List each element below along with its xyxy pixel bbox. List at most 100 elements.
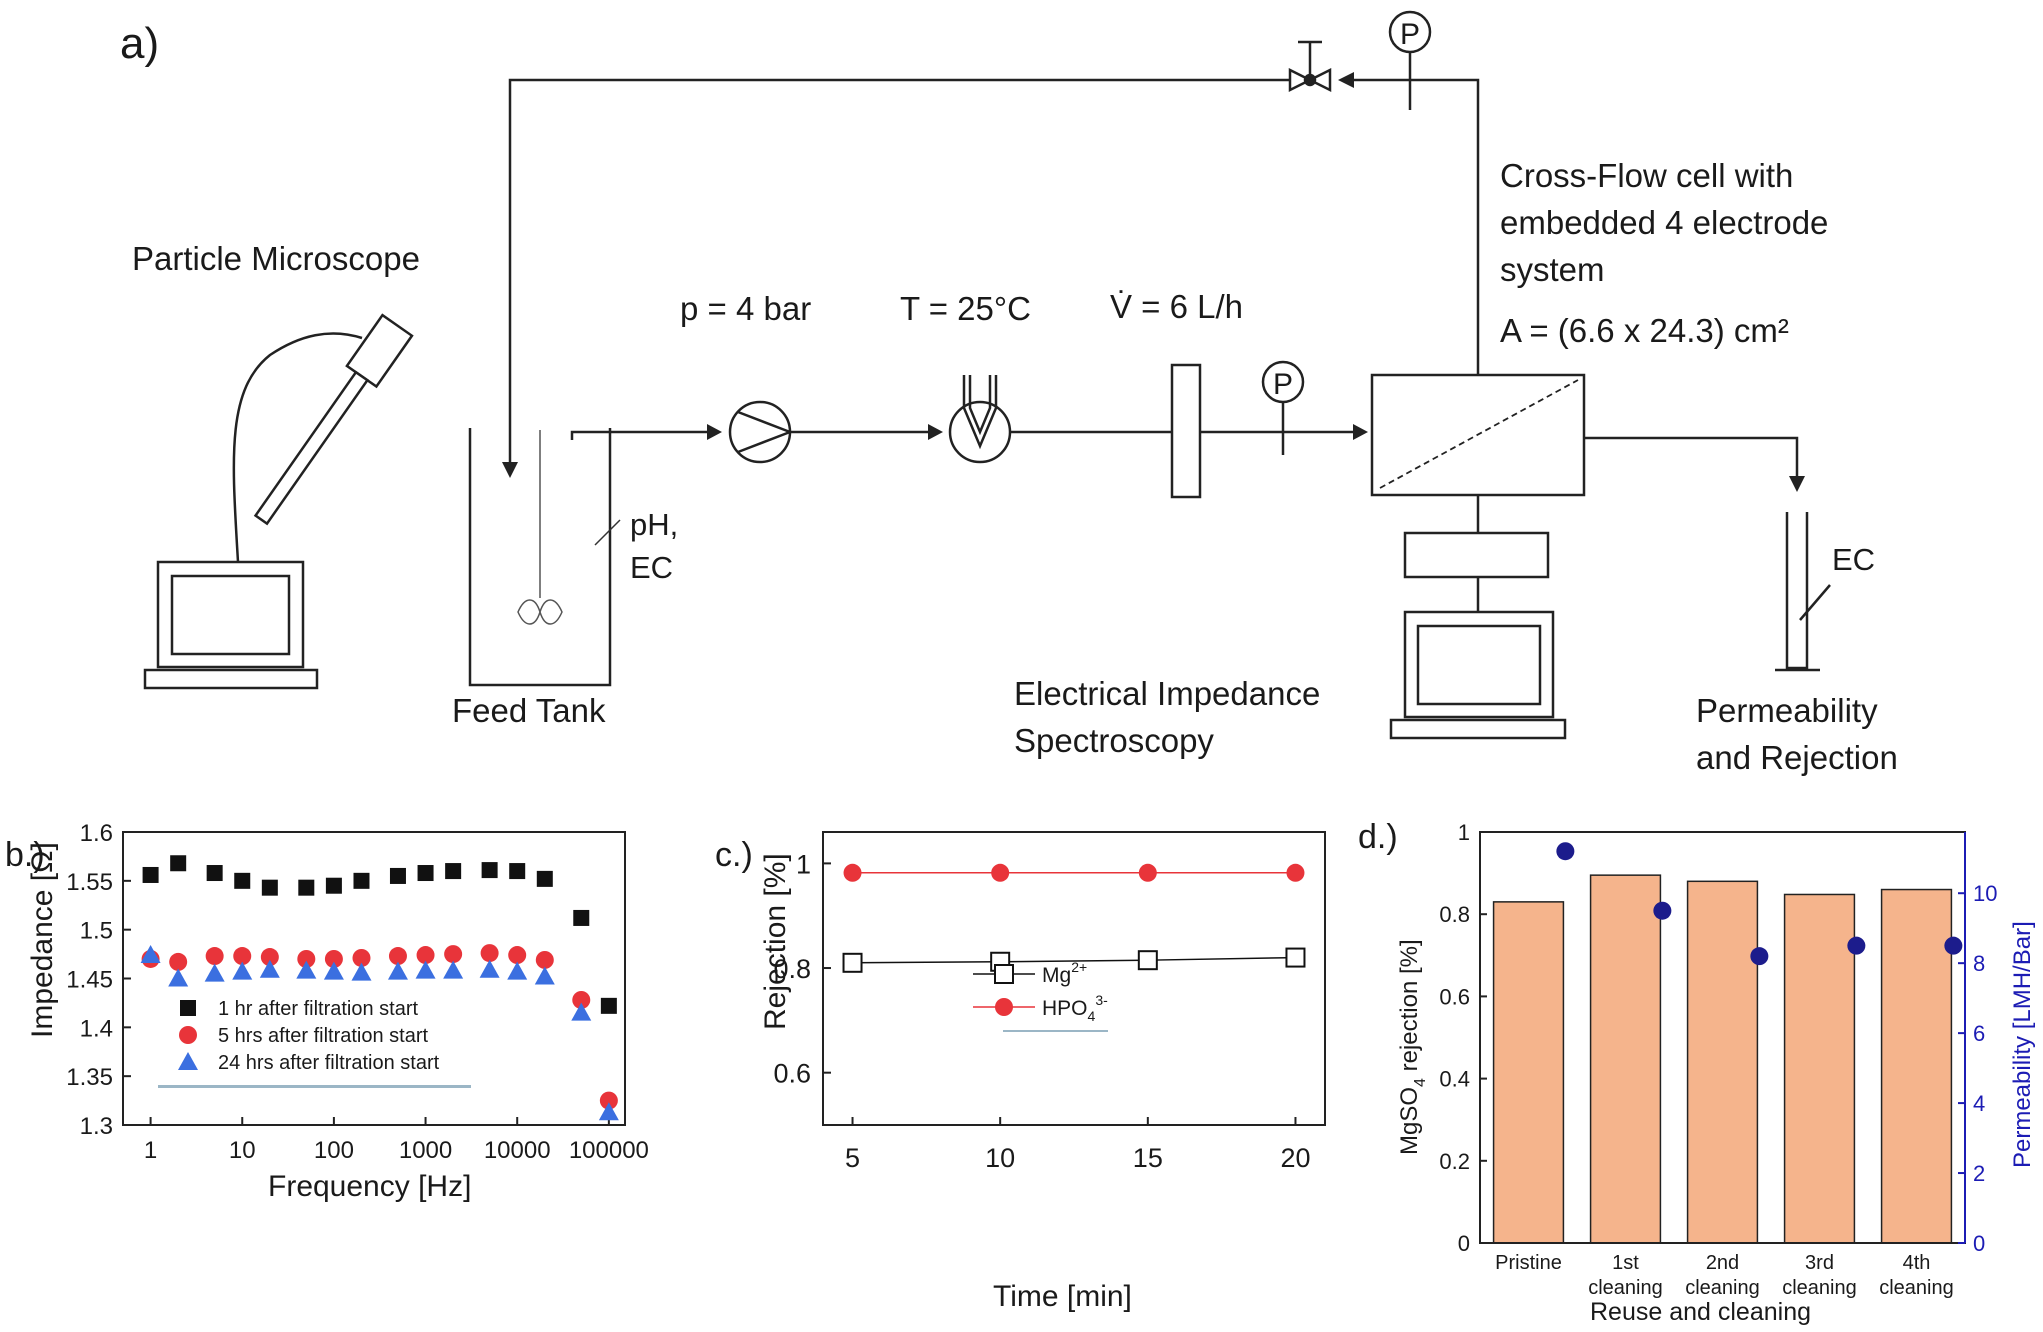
legend-underline-c: [1003, 1030, 1108, 1032]
data-point-b: [389, 867, 406, 884]
eis-label-1: Electrical Impedance: [1014, 675, 1320, 712]
y-tick-label-b: 1.3: [80, 1113, 113, 1140]
y-tick-label-b: 1.35: [66, 1064, 113, 1091]
data-point-b: [573, 909, 590, 926]
permeability-label-1: Permeability: [1696, 692, 1878, 729]
y-axis-label-b: Impedance [Ω]: [26, 842, 59, 1038]
data-point-b: [535, 950, 554, 969]
data-point-b: [206, 865, 223, 882]
permeability-point: [1556, 842, 1575, 861]
legend-text-c: Mg2+: [1042, 959, 1087, 987]
x-tick-label-c: 15: [1133, 1143, 1163, 1173]
rejection-bar: [1492, 901, 1565, 1244]
membrane-line: [1379, 379, 1579, 489]
flow-arrow-icon-3: [1353, 424, 1368, 440]
y2-tick-label-d: 8: [1973, 951, 1985, 976]
x-category-label-d: cleaning: [1879, 1277, 1954, 1299]
probe-label-ec: EC: [630, 550, 673, 585]
data-point-b: [445, 863, 462, 880]
x-tick-label-b: 10: [229, 1137, 256, 1164]
pressure-label: p = 4 bar: [680, 290, 811, 327]
y-tick-label-d: 0: [1458, 1231, 1470, 1256]
x-category-label-d: Pristine: [1495, 1252, 1562, 1274]
data-point-b: [205, 947, 224, 966]
data-point-b: [296, 960, 317, 979]
rejection-bar: [1880, 888, 1953, 1244]
legend-marker-b: [179, 1026, 197, 1044]
y-tick-label-b: 1.5: [80, 918, 113, 945]
data-point-b: [323, 961, 344, 980]
return-arrow-icon: [502, 462, 518, 478]
x-tick-label-b: 1: [144, 1137, 157, 1164]
data-point-b: [480, 944, 499, 963]
legend-text-b: 5 hrs after filtration start: [218, 1025, 429, 1047]
data-point-c: [1285, 947, 1306, 968]
data-point-b: [598, 1102, 619, 1121]
microscope-label: Particle Microscope: [132, 240, 420, 277]
data-point-b: [169, 952, 188, 971]
ec-probe-line: [1799, 584, 1831, 621]
permeability-point: [1944, 936, 1963, 955]
data-point-c: [843, 863, 862, 882]
x-tick-label-b: 10000: [484, 1137, 551, 1164]
data-point-b: [142, 866, 159, 883]
y-tick-label-c: 0.6: [773, 1059, 811, 1089]
pressure-gauge-top-icon: P: [1388, 10, 1432, 110]
data-point-b: [204, 963, 225, 982]
y-tick-label-b: 1.6: [80, 820, 113, 847]
data-point-b: [168, 968, 189, 987]
data-point-b: [352, 948, 371, 967]
data-point-b: [508, 946, 527, 965]
x-category-label-d: 1st: [1612, 1252, 1639, 1274]
y-tick-label-b: 1.45: [66, 967, 113, 994]
data-point-b: [170, 855, 187, 872]
panel-d-label: d.): [1358, 818, 1398, 856]
legend-underline-b: [158, 1085, 471, 1088]
permeability-point: [1653, 901, 1672, 920]
data-point-b: [324, 949, 343, 968]
cell-label-3: system: [1500, 251, 1605, 288]
process-schematic: a) Particle Microscope pH, EC Feed Tank: [120, 10, 1898, 776]
pump-icon: [728, 400, 792, 464]
x-category-label-d: 3rd: [1805, 1252, 1834, 1274]
svg-text:P: P: [1273, 368, 1293, 401]
probe-label-ph: pH,: [630, 507, 678, 542]
x-tick-label-c: 20: [1280, 1143, 1310, 1173]
x-axis-label-d: Reuse and cleaning: [1590, 1298, 1811, 1326]
data-point-b: [388, 947, 407, 966]
retentate-line: [1345, 78, 1480, 375]
x-category-label-d: 4th: [1903, 1252, 1931, 1274]
flow-label: V̇ = 6 L/h: [1110, 288, 1243, 325]
y-axis-label-d: MgSO4 rejection [%]: [1396, 939, 1429, 1155]
microscope-cable: [232, 332, 363, 563]
y-tick-label-b: 1.55: [66, 869, 113, 896]
permeate-line: [1584, 436, 1799, 478]
eis-label-2: Spectroscopy: [1014, 722, 1214, 759]
y2-tick-label-d: 2: [1973, 1161, 1985, 1186]
y-tick-label-d: 0.4: [1439, 1067, 1470, 1092]
panel-b-label: b.): [5, 836, 45, 874]
panel-a-label: a): [120, 19, 159, 68]
legend-text-b: 24 hrs after filtration start: [218, 1052, 440, 1074]
data-point-b: [351, 962, 372, 981]
feed-tank-label: Feed Tank: [452, 692, 606, 729]
legend-marker-b: [178, 1052, 198, 1070]
data-point-b: [353, 872, 370, 889]
data-point-b: [298, 879, 315, 896]
permeability-label-2: and Rejection: [1696, 739, 1898, 776]
data-point-b: [387, 961, 408, 980]
data-point-b: [232, 961, 253, 980]
data-point-b: [140, 945, 161, 964]
flowmeter-icon: [1170, 363, 1202, 499]
data-point-b: [479, 959, 500, 978]
legend-marker-c: [994, 964, 1014, 984]
x-category-label-d: cleaning: [1588, 1277, 1663, 1299]
y2-tick-label-d: 10: [1973, 881, 1997, 906]
eis-laptop-icon: [1389, 610, 1567, 740]
flow-arrow-icon-2: [928, 424, 943, 440]
y-tick-label-d: 0.6: [1439, 984, 1470, 1009]
rejection-bar: [1686, 880, 1759, 1244]
